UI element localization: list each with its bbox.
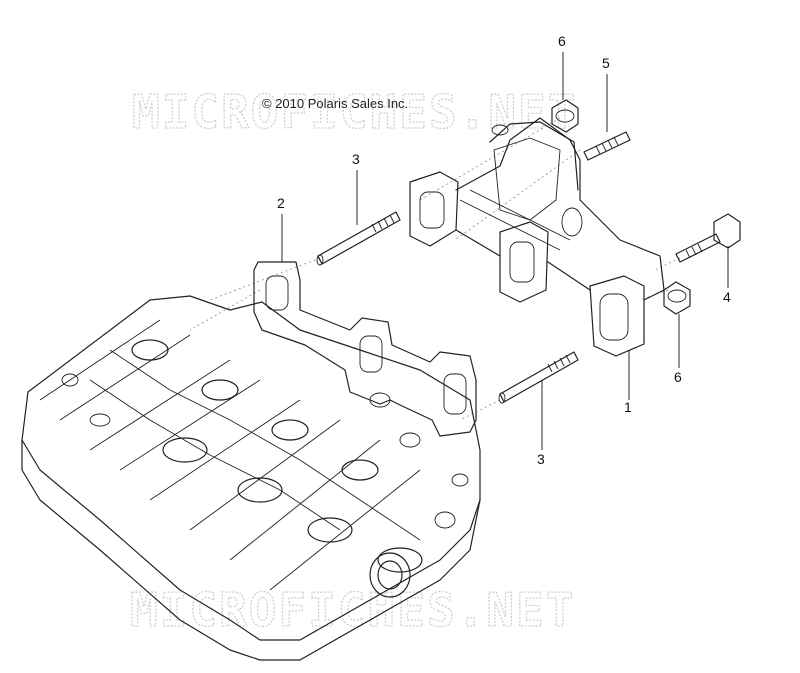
callout-3-bottom: 3 [537, 451, 545, 467]
assembly-lines [189, 117, 681, 421]
exhaust-manifold [409, 117, 665, 357]
stud-5 [583, 131, 631, 161]
callout-3-top: 3 [352, 151, 360, 167]
stud-upper [316, 211, 401, 266]
callout-4: 4 [723, 289, 731, 305]
callout-6-top: 6 [558, 33, 566, 49]
stud-lower [498, 351, 579, 404]
callout-5: 5 [602, 55, 610, 71]
manifold-gasket [253, 261, 477, 437]
callout-2: 2 [277, 195, 285, 211]
flange-bolt [675, 213, 741, 263]
cylinder-head [21, 295, 481, 661]
copyright-notice: © 2010 Polaris Sales Inc. [262, 96, 409, 111]
watermark-top: MICROFICHES.NET [132, 85, 577, 139]
flange-nut-bottom [663, 281, 691, 315]
callout-1: 1 [624, 399, 632, 415]
flange-nut-top [551, 99, 579, 133]
leader-lines [281, 52, 729, 450]
callout-6-bottom: 6 [674, 369, 682, 385]
